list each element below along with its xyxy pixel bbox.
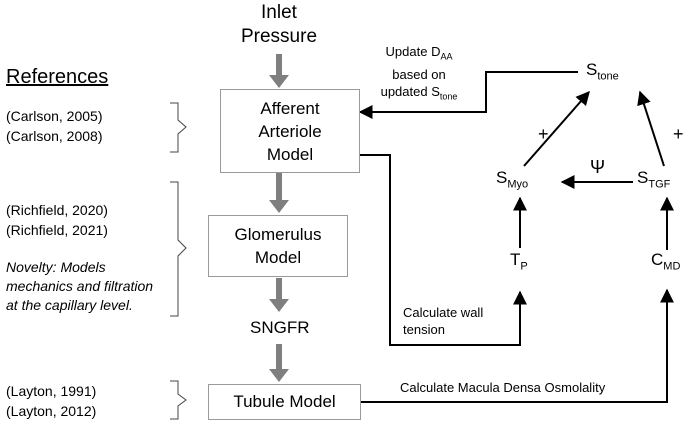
calculate-wall-tension-annotation: Calculate wall tension	[403, 304, 483, 338]
afferent-arteriole-model-box: Afferent Arteriole Model	[220, 89, 360, 173]
node-s-tgf: STGF	[637, 168, 671, 191]
node-s-tone: Stone	[586, 60, 619, 83]
flow-arrow-afferent-glomerulus	[269, 173, 289, 213]
annotation-line: based on	[392, 66, 446, 82]
box-line: Arteriole	[258, 121, 322, 141]
annotation-line: Update DAA	[385, 44, 453, 62]
node-c-md: CMD	[651, 250, 681, 273]
inlet-line2: Pressure	[240, 26, 318, 47]
box-line: Model	[266, 144, 314, 164]
references-tubule: (Layton, 1991) (Layton, 2012)	[6, 381, 96, 421]
box-line: Afferent	[260, 98, 320, 118]
inlet-line1: Inlet	[261, 2, 297, 23]
psi-label: Ψ	[590, 157, 606, 177]
novelty-line: mechanics and filtration	[6, 278, 154, 294]
annotation-line: updated Stone	[380, 83, 458, 102]
arrow-smyo-to-stone	[523, 90, 590, 167]
reference-item: (Richfield, 2021)	[6, 222, 108, 238]
calculate-macula-densa-annotation: Calculate Macula Densa Osmolality	[400, 380, 606, 395]
box-line: Tubule Model	[233, 391, 336, 411]
annotation-line: tension	[403, 322, 445, 337]
flow-arrow-inlet	[269, 54, 289, 88]
node-s-myo: SMyo	[496, 168, 529, 191]
box-line: Model	[254, 248, 302, 267]
sngfr-label: SNGFR	[250, 318, 310, 337]
line-tubule-to-cmd	[361, 288, 674, 403]
reference-item: (Layton, 1991)	[6, 383, 97, 399]
reference-item: (Carlson, 2008)	[6, 128, 103, 144]
plus-sign-right: +	[673, 124, 684, 144]
glomerulus-model-box: Glomerulus Model	[208, 215, 348, 277]
reference-item: (Carlson, 2005)	[6, 108, 103, 124]
reference-item: (Richfield, 2020)	[6, 202, 108, 218]
line-stone-to-afferent	[358, 71, 578, 119]
flow-arrow-glomerulus-sngfr	[269, 278, 289, 312]
box-line: Glomerulus	[234, 225, 322, 244]
tubule-model-box: Tubule Model	[208, 384, 361, 420]
line-afferent-to-tp	[360, 154, 527, 346]
references-glomerulus: (Richfield, 2020) (Richfield, 2021)	[6, 200, 108, 240]
arrow-stgf-to-stone	[637, 90, 665, 167]
plus-sign-left: +	[538, 124, 549, 144]
inlet-pressure-label: Inlet Pressure	[238, 1, 320, 49]
brace-tubule	[170, 380, 187, 420]
novelty-line: at the capillary level.	[6, 297, 133, 313]
flow-arrow-sngfr-tubule	[269, 344, 289, 382]
novelty-note: Novelty: Models mechanics and filtration…	[6, 258, 153, 315]
brace-glomerulus	[170, 181, 187, 317]
node-t-p: TP	[510, 250, 528, 273]
update-daa-annotation: Update DAA based on updated Stone	[366, 43, 472, 105]
novelty-line: Novelty: Models	[6, 259, 106, 275]
brace-afferent	[170, 102, 187, 153]
references-heading: References	[6, 66, 109, 88]
annotation-line: Calculate wall	[403, 305, 484, 320]
references-afferent: (Carlson, 2005) (Carlson, 2008)	[6, 106, 103, 146]
reference-item: (Layton, 2012)	[6, 403, 97, 419]
